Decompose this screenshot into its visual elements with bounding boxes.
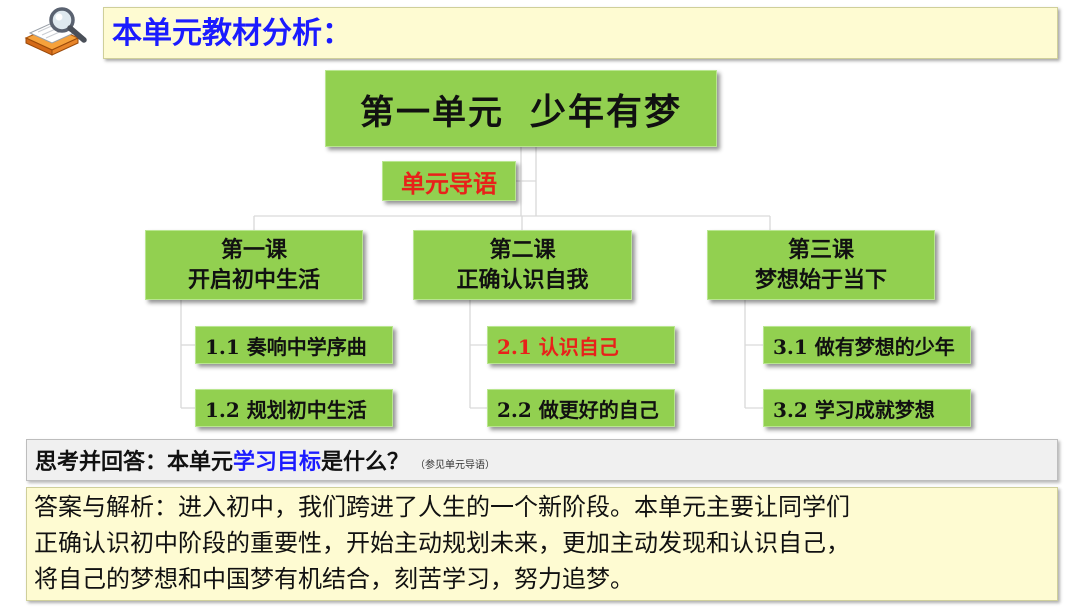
topic-3-1-label: 3.1 做有梦想的少年 — [773, 334, 955, 359]
magnifier-books-icon — [22, 4, 102, 62]
lesson-1-number: 第一课 — [220, 237, 287, 263]
unit-name: 少年有梦 — [529, 90, 682, 133]
lesson-2-title: 正确认识自我 — [456, 267, 589, 293]
title-bar — [103, 7, 1058, 59]
topic-1-1-box: 1.1 奏响中学序曲 — [195, 326, 393, 364]
topic-1-2-label: 1.2 规划初中生活 — [205, 397, 367, 422]
topic-1-2-box: 1.2 规划初中生活 — [195, 389, 393, 427]
question-note: （参见单元导语） — [415, 459, 496, 471]
topic-2-1-box: 2.1 认识自己 — [487, 326, 675, 364]
answer-line-3: 将自己的梦想和中国梦有机结合，刻苦学习，努力追梦。 — [34, 565, 634, 593]
topic-3-2-box: 3.2 学习成就梦想 — [763, 389, 971, 427]
topic-2-1-label: 2.1 认识自己 — [497, 334, 619, 359]
lesson-3-title: 梦想始于当下 — [754, 267, 887, 293]
topic-1-1-label: 1.1 奏响中学序曲 — [205, 334, 367, 359]
answer-box — [26, 487, 1058, 601]
page-title: 本单元教材分析： — [112, 16, 352, 51]
topic-2-2-box: 2.2 做更好的自己 — [487, 389, 675, 427]
question-bar: 思考并回答：本单元学习目标是什么？ （参见单元导语） — [26, 439, 1058, 481]
topic-3-2-label: 3.2 学习成就梦想 — [773, 397, 935, 422]
topic-2-2-label: 2.2 做更好的自己 — [497, 397, 659, 422]
question-suffix: 是什么？ — [321, 450, 410, 475]
lesson-1-box: 第一课 开启初中生活 — [145, 230, 363, 300]
topic-3-1-box: 3.1 做有梦想的少年 — [763, 326, 971, 364]
answer-line-2: 正确认识初中阶段的重要性，开始主动规划未来，更加主动发现和认识自己， — [34, 529, 850, 557]
question-highlight: 学习目标 — [233, 450, 322, 475]
lesson-2-box: 第二课 正确认识自我 — [413, 230, 632, 300]
unit-guide-label: 单元导语 — [401, 168, 497, 198]
lesson-3-number: 第三课 — [787, 237, 854, 263]
lesson-1-title: 开启初中生活 — [187, 267, 320, 293]
lesson-2-number: 第二课 — [489, 237, 556, 263]
lesson-3-box: 第三课 梦想始于当下 — [707, 230, 935, 300]
question-prefix: 思考并回答：本单元 — [35, 450, 234, 475]
unit-title-box: 第一单元少年有梦 — [325, 70, 717, 147]
answer-line-1: 答案与解析：进入初中，我们跨进了人生的一个新阶段。本单元主要让同学们 — [34, 493, 850, 521]
unit-guide-box: 单元导语 — [382, 161, 516, 201]
answer-text: 答案与解析：进入初中，我们跨进了人生的一个新阶段。本单元主要让同学们 正确认识初… — [34, 489, 1054, 597]
unit-number: 第一单元 — [359, 92, 504, 133]
